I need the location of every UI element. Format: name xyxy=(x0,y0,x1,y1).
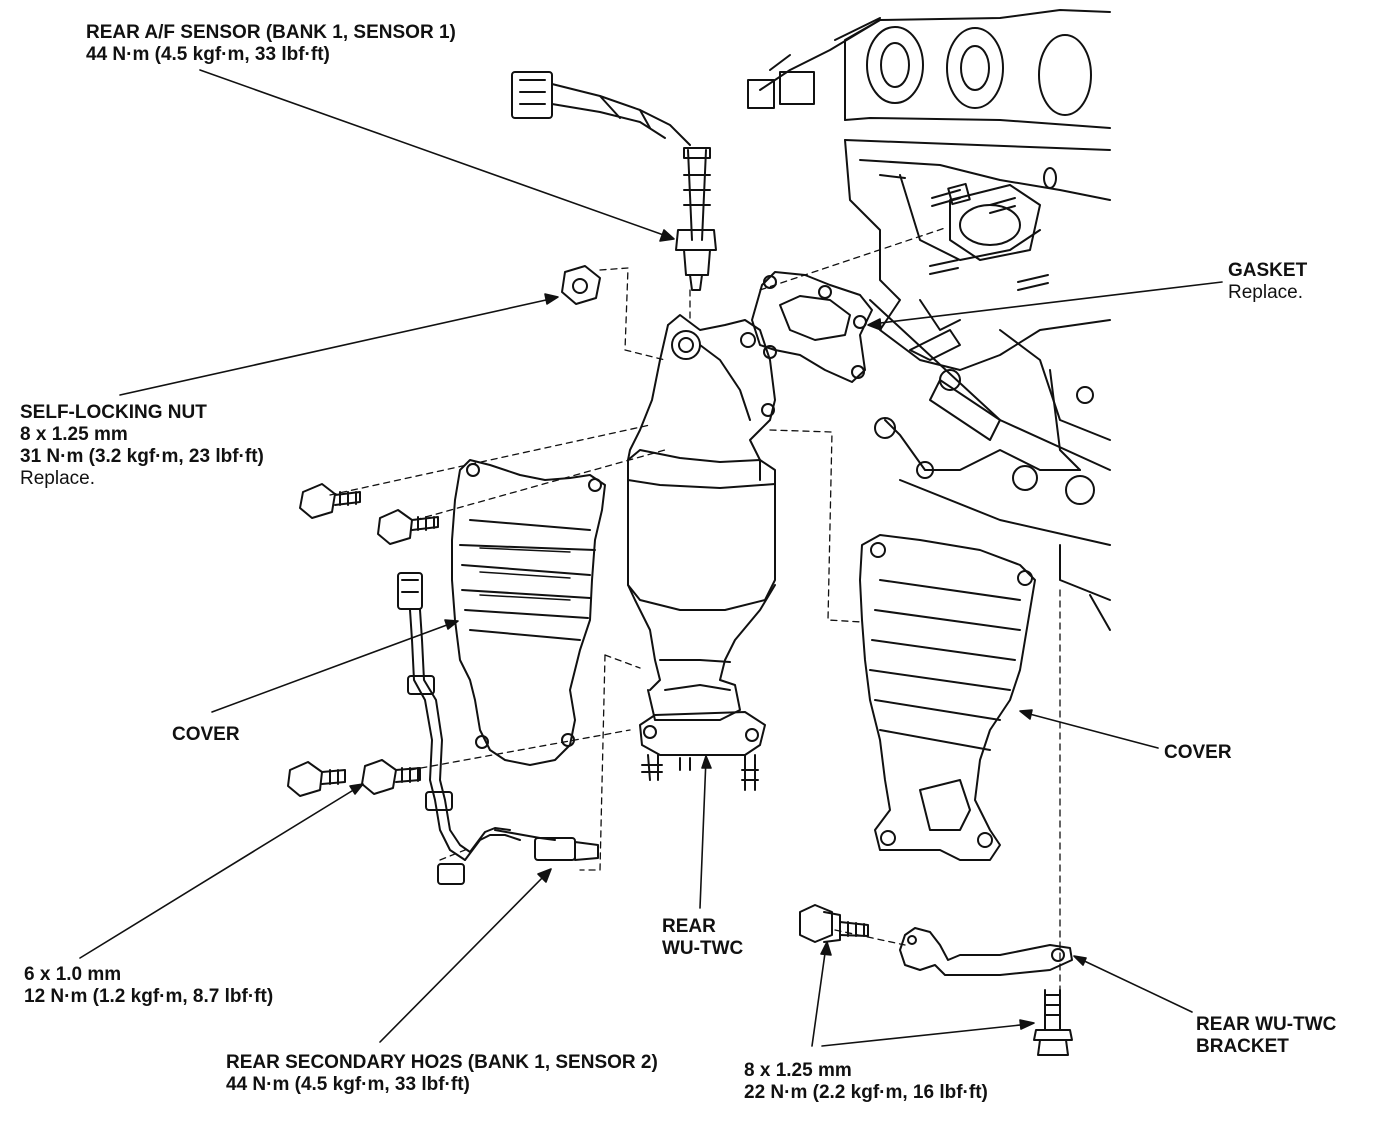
rear-wu-twc-label-line2: WU-TWC xyxy=(662,938,744,959)
self-locking-nut-note: Replace. xyxy=(20,468,95,489)
gasket-label: GASKET xyxy=(1228,260,1308,281)
rear-secondary-ho2s-label: REAR SECONDARY HO2S (BANK 1, SENSOR 2) xyxy=(226,1052,658,1073)
self-locking-nut-size: 8 x 1.25 mm xyxy=(20,424,128,445)
bracket-bolts xyxy=(799,904,1073,1056)
leader-lines xyxy=(79,69,1223,1047)
rear-wu-twc-bracket-callout: REAR WU-TWC BRACKET xyxy=(1196,1014,1336,1058)
bolt-6x1-callout: 6 x 1.0 mm 12 N·m (1.2 kgf·m, 8.7 lbf·ft… xyxy=(24,964,273,1008)
alignment-lines xyxy=(329,227,1061,1001)
bolt-6x1-torque: 12 N·m (1.2 kgf·m, 8.7 lbf·ft) xyxy=(24,986,274,1007)
rear-wu-twc-bracket xyxy=(899,927,1073,976)
left-cover-label: COVER xyxy=(172,724,240,745)
left-cover xyxy=(451,459,606,766)
rear-af-sensor-label: REAR A/F SENSOR (BANK 1, SENSOR 1) xyxy=(86,22,456,43)
self-locking-nut-label: SELF-LOCKING NUT xyxy=(20,402,207,423)
rear-secondary-ho2s xyxy=(397,572,599,885)
bolt-8x125-torque: 22 N·m (2.2 kgf·m, 16 lbf·ft) xyxy=(744,1082,988,1103)
right-cover xyxy=(859,534,1036,861)
engine-harness xyxy=(747,19,881,109)
self-locking-nut-torque: 31 N·m (3.2 kgf·m, 23 lbf·ft) xyxy=(20,446,264,467)
rear-wu-twc xyxy=(627,314,776,791)
gasket-note: Replace. xyxy=(1228,282,1303,303)
bolt-8x125-callout: 8 x 1.25 mm 22 N·m (2.2 kgf·m, 16 lbf·ft… xyxy=(744,1060,988,1104)
rear-wu-twc-bracket-line1: REAR WU-TWC xyxy=(1196,1014,1337,1035)
gasket-callout: GASKET Replace. xyxy=(1228,260,1307,304)
rear-wu-twc-callout: REAR WU-TWC xyxy=(662,916,743,960)
rear-secondary-ho2s-torque: 44 N·m (4.5 kgf·m, 33 lbf·ft) xyxy=(226,1074,470,1095)
left-cover-callout: COVER xyxy=(172,724,240,746)
rear-wu-twc-bracket-line2: BRACKET xyxy=(1196,1036,1289,1057)
rear-af-sensor-torque: 44 N·m (4.5 kgf·m, 33 lbf·ft) xyxy=(86,44,330,65)
rear-secondary-ho2s-callout: REAR SECONDARY HO2S (BANK 1, SENSOR 2) 4… xyxy=(226,1052,658,1096)
right-cover-callout: COVER xyxy=(1164,742,1232,764)
right-cover-label: COVER xyxy=(1164,742,1232,763)
bolt-6x1-size: 6 x 1.0 mm xyxy=(24,964,122,985)
rear-af-sensor xyxy=(511,71,717,291)
engine-studs xyxy=(929,182,1049,291)
rear-wu-twc-label-line1: REAR xyxy=(662,916,716,937)
rear-af-sensor-callout: REAR A/F SENSOR (BANK 1, SENSOR 1) 44 N·… xyxy=(86,22,456,66)
bolts-6x1 xyxy=(287,483,439,797)
self-locking-nut-callout: SELF-LOCKING NUT 8 x 1.25 mm 31 N·m (3.2… xyxy=(20,402,264,490)
self-locking-nut xyxy=(561,265,601,305)
bolt-8x125-size: 8 x 1.25 mm xyxy=(744,1060,852,1081)
